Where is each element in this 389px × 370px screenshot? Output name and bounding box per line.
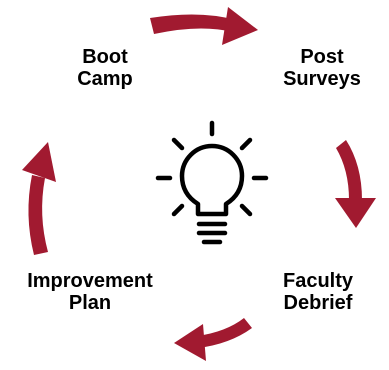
stage-label-line: Post: [300, 46, 344, 68]
stage-label-line: Plan: [68, 292, 112, 314]
stage-label-line: Surveys: [283, 68, 361, 90]
stage-label-boot-camp: Boot Camp: [50, 46, 160, 90]
arrow-boot-to-post: [150, 7, 258, 45]
stage-label-post-surveys: Post Surveys: [262, 46, 382, 90]
stage-label-line: Debrief: [283, 292, 353, 314]
stage-label-faculty-debrief: Faculty Debrief: [258, 270, 378, 314]
stage-label-line: Improvement: [27, 270, 153, 292]
stage-label-line: Faculty: [282, 270, 354, 292]
arrow-improve-to-boot: [22, 142, 56, 255]
stage-label-improvement-plan: Improvement Plan: [0, 270, 180, 314]
arrow-post-to-faculty: [335, 140, 376, 228]
lightbulb-icon: [155, 120, 269, 245]
stage-label-line: Boot: [82, 46, 128, 68]
stage-label-line: Camp: [77, 68, 133, 90]
arrow-faculty-to-improve: [174, 318, 252, 361]
